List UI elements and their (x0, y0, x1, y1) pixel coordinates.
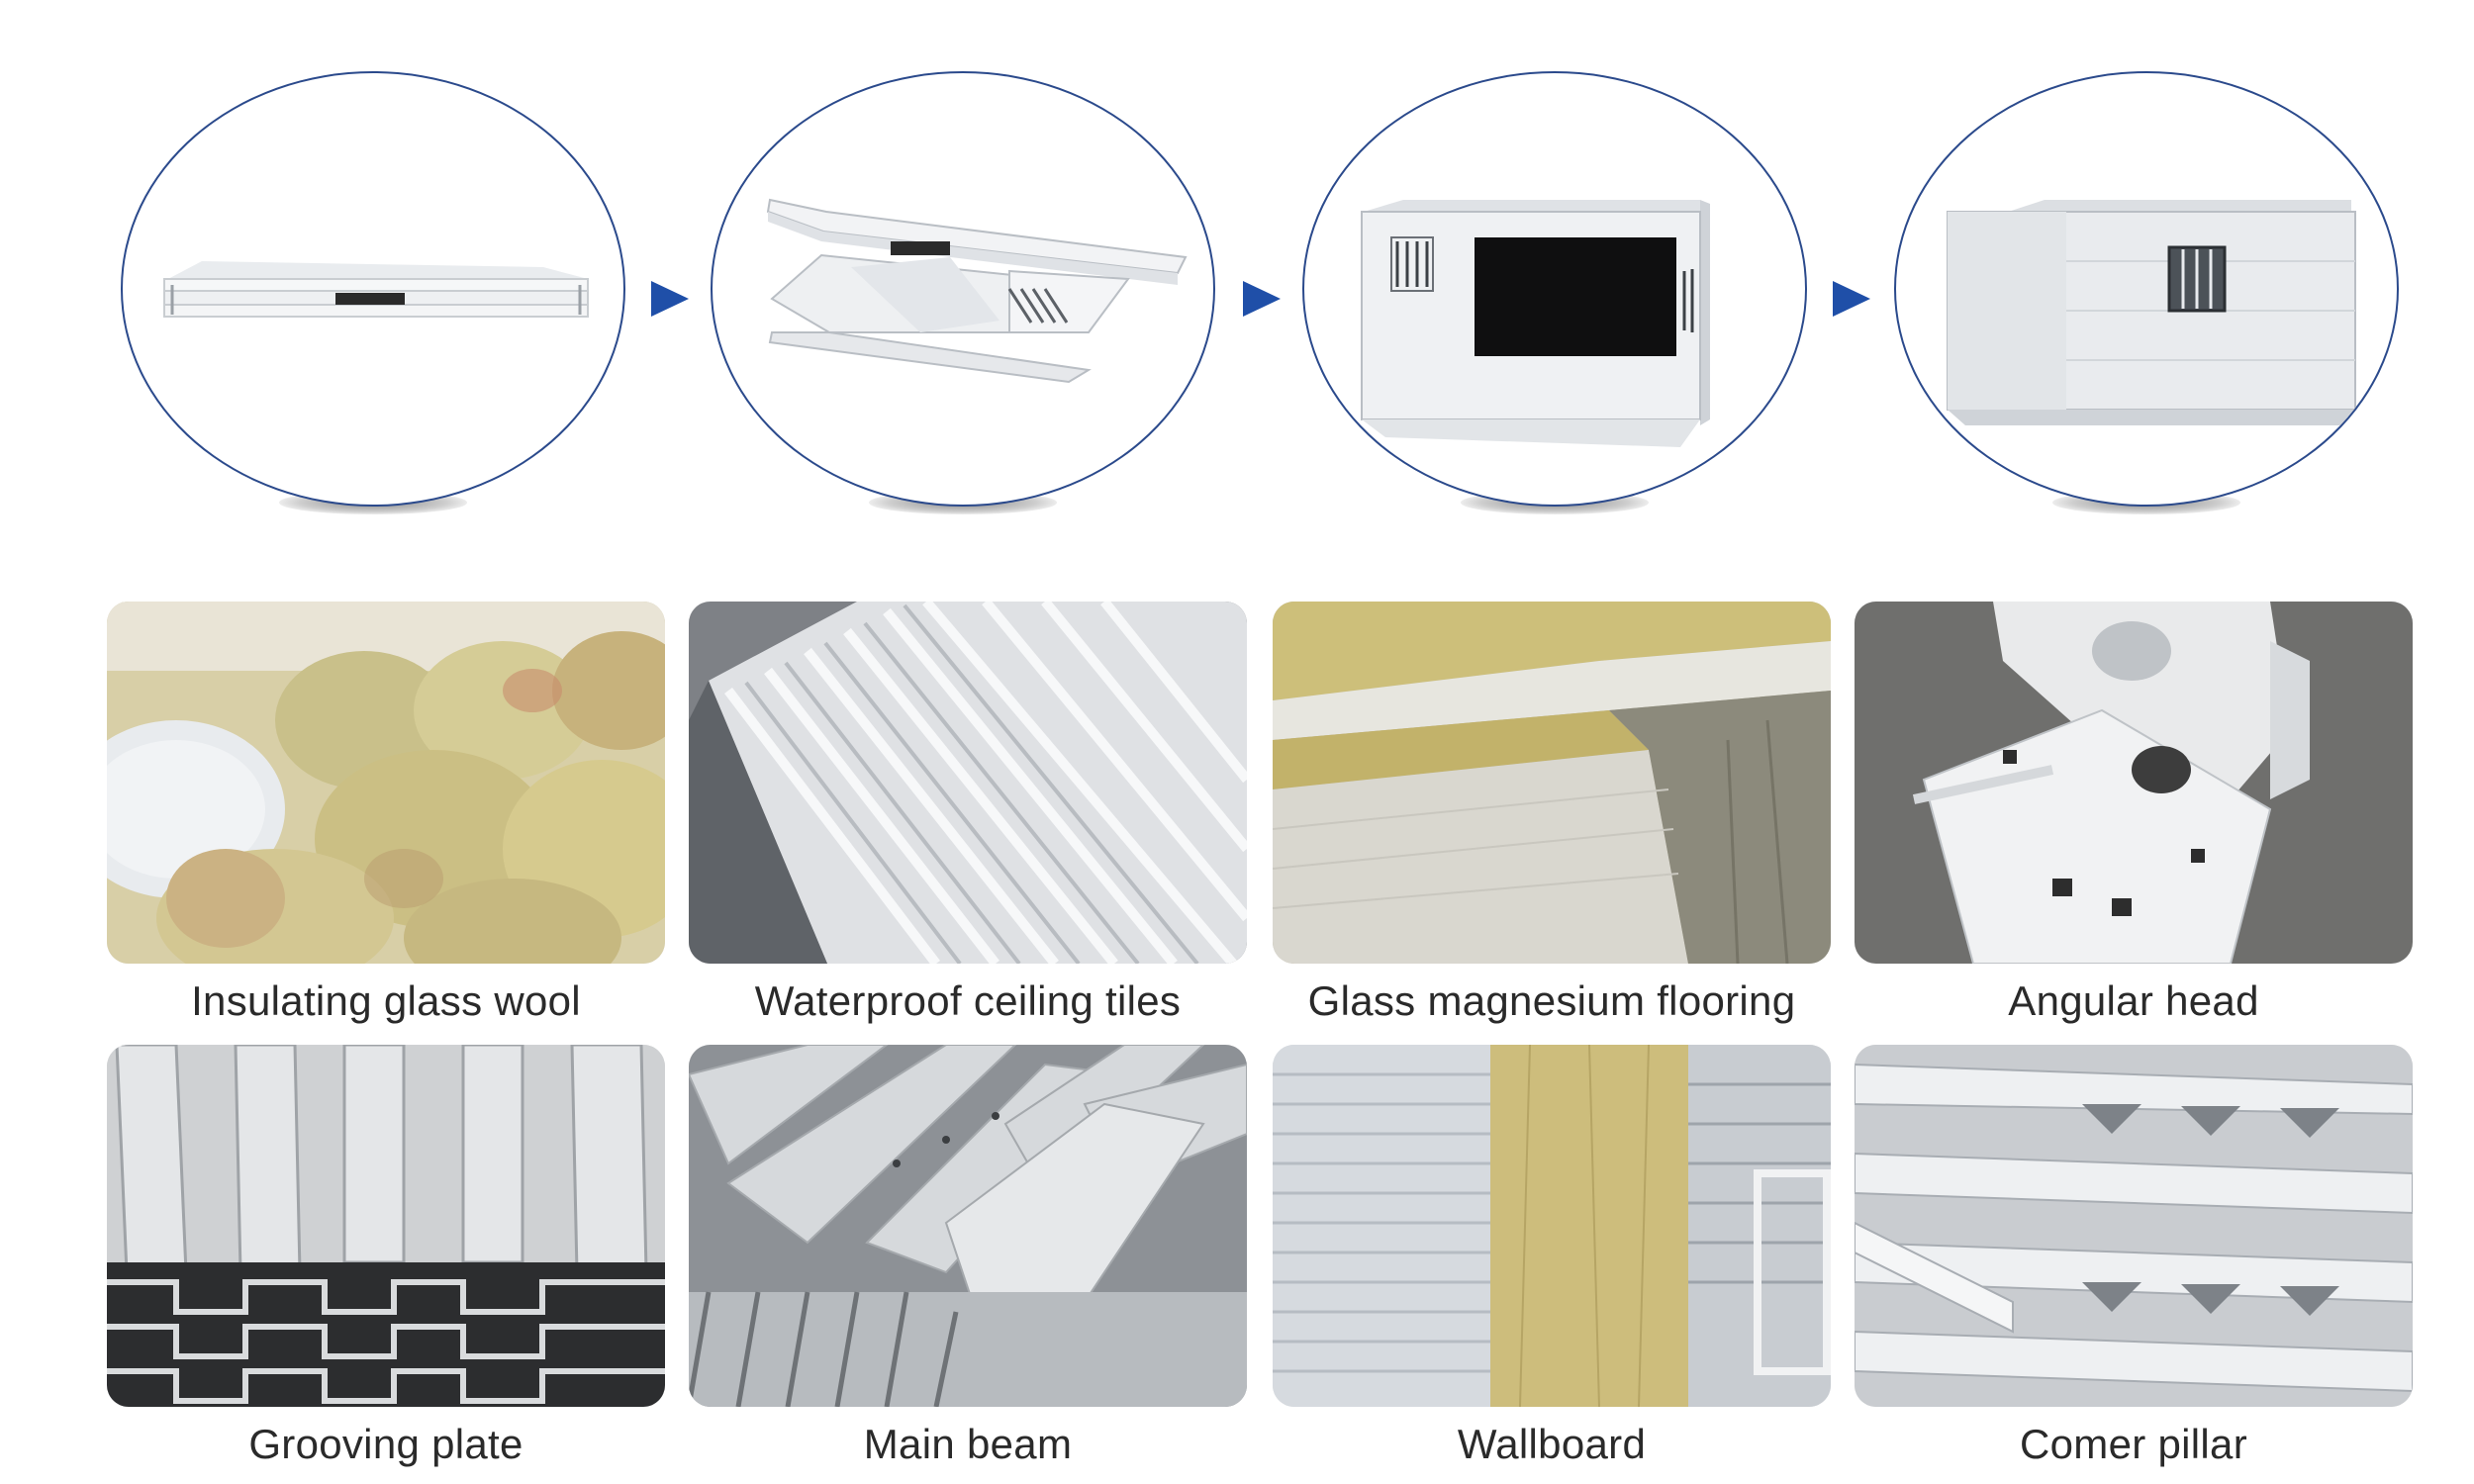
material-photo-insulating-glass-wool (107, 602, 665, 964)
main-beam-image (689, 1045, 1247, 1407)
material-label: Angular head (2008, 977, 2259, 1024)
angular-head-image (1855, 602, 2413, 964)
step-circle (711, 71, 1215, 507)
step-circle (121, 71, 625, 507)
material-label: Grooving plate (248, 1421, 523, 1467)
material-label: Glass magnesium flooring (1307, 977, 1796, 1024)
step-opened-container-frame (1302, 71, 1807, 514)
material-label: Wallboard (1457, 1421, 1647, 1467)
material-label: Waterproof ceiling tiles (754, 977, 1182, 1024)
step-folded-container (121, 71, 625, 514)
assembled-house-illustration (1947, 200, 2356, 425)
step-assembled-container-house (1894, 71, 2399, 514)
glass-wool-image (107, 602, 665, 964)
ceiling-tiles-image (689, 602, 1247, 964)
material-photo-waterproof-ceiling-tiles (689, 602, 1247, 964)
unfolding-container-illustration (766, 198, 1188, 384)
material-label: Comer pillar (2020, 1421, 2247, 1467)
step-circle (1302, 71, 1807, 507)
folding-process-row (0, 0, 2474, 534)
corner-pillar-image (1855, 1045, 2413, 1407)
opened-container-illustration (1361, 200, 1710, 447)
process-arrow-icon (1833, 281, 1870, 317)
magnesium-flooring-image (1273, 602, 1831, 964)
step-unfolding-container (711, 71, 1215, 514)
grooving-plate-image (107, 1045, 665, 1407)
wallboard-image (1273, 1045, 1831, 1407)
material-photo-glass-magnesium-flooring (1273, 602, 1831, 964)
material-photo-main-beam (689, 1045, 1247, 1407)
material-label: Insulating glass wool (191, 977, 581, 1024)
folded-container-illustration (163, 261, 589, 318)
step-circle (1894, 71, 2399, 507)
process-arrow-icon (1243, 281, 1281, 317)
material-photo-wallboard (1273, 1045, 1831, 1407)
process-arrow-icon (651, 281, 689, 317)
material-label: Main beam (863, 1421, 1073, 1467)
material-photo-grooving-plate (107, 1045, 665, 1407)
material-photo-angular-head (1855, 602, 2413, 964)
material-photo-corner-pillar (1855, 1045, 2413, 1407)
